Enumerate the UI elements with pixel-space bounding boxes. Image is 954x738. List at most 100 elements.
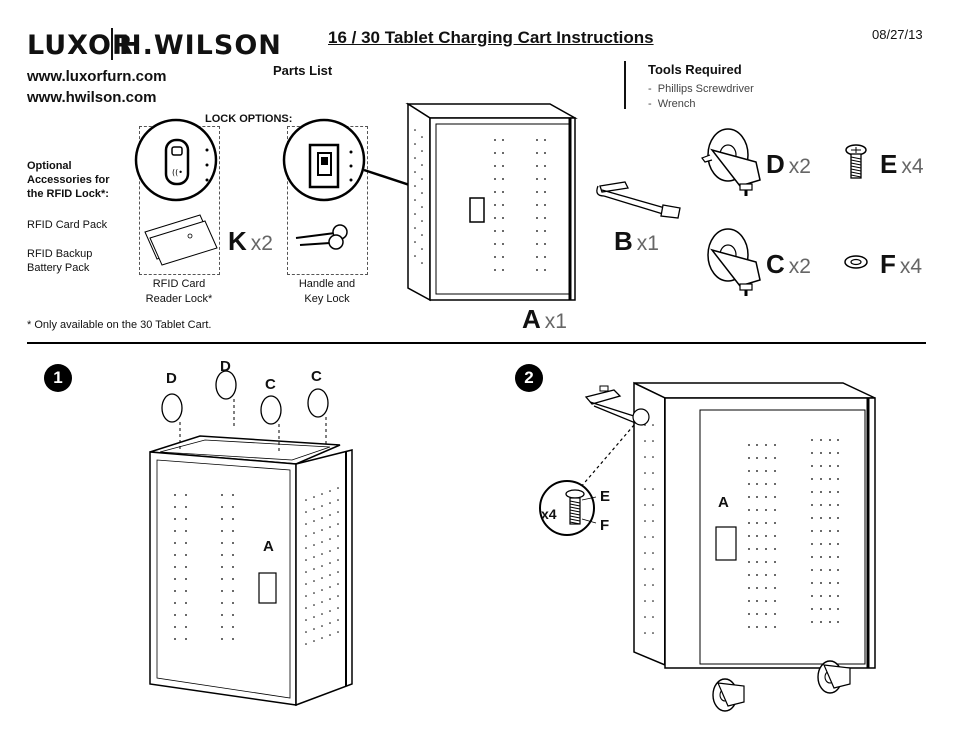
vent-hole (829, 504, 831, 506)
vent-hole (837, 439, 839, 441)
vent-hole (185, 614, 187, 616)
website-luxor-link[interactable]: www.luxorfurn.com (27, 68, 167, 85)
vent-hole (829, 517, 831, 519)
vent-hole (174, 590, 176, 592)
vent-hole (652, 536, 654, 538)
website-hwilson-link[interactable]: www.hwilson.com (27, 89, 157, 106)
vent-hole (494, 269, 496, 271)
vent-hole (829, 478, 831, 480)
step-1-label-a: A (263, 538, 274, 555)
vent-hole (221, 578, 223, 580)
vent-hole (232, 542, 234, 544)
vent-hole (748, 496, 750, 498)
vent-hole (305, 619, 307, 621)
vent-hole (221, 494, 223, 496)
vent-hole (185, 530, 187, 532)
vent-hole (174, 602, 176, 604)
vent-hole (185, 578, 187, 580)
vent-hole (414, 255, 416, 257)
vent-hole (221, 530, 223, 532)
vent-hole (820, 569, 822, 571)
vent-hole (329, 634, 331, 636)
handle-lock-caption: Handle and Key Lock (298, 278, 356, 305)
vent-hole (820, 582, 822, 584)
vent-hole (644, 584, 646, 586)
vent-hole (644, 568, 646, 570)
vent-hole (544, 243, 546, 245)
svg-text:((•: ((• (172, 168, 183, 177)
vent-hole (837, 465, 839, 467)
vent-hole (765, 535, 767, 537)
vent-hole (174, 506, 176, 508)
screw-thread (850, 174, 862, 178)
vent-hole (185, 554, 187, 556)
vent-hole (536, 139, 538, 141)
screw-thread (569, 521, 581, 525)
vent-hole (544, 230, 546, 232)
vent-hole (811, 556, 813, 558)
screw-thread (850, 162, 862, 166)
vent-hole (644, 472, 646, 474)
vent-hole (756, 483, 758, 485)
vent-hole (765, 444, 767, 446)
vent-hole (305, 583, 307, 585)
vent-hole (756, 574, 758, 576)
screw-thread (569, 509, 581, 513)
vent-hole (502, 204, 504, 206)
vent-hole (421, 220, 423, 222)
vent-hole (329, 574, 331, 576)
vent-hole (748, 587, 750, 589)
step-1-label-c1: C (265, 376, 276, 393)
vent-hole (313, 628, 315, 630)
vent-hole (337, 595, 339, 597)
page-title: 16 / 30 Tablet Charging Cart Instruction… (328, 28, 654, 47)
vent-hole (811, 504, 813, 506)
vent-hole (774, 613, 776, 615)
vent-hole (321, 517, 323, 519)
vent-hole (174, 566, 176, 568)
vent-hole (174, 614, 176, 616)
vent-hole (756, 587, 758, 589)
vent-hole (820, 621, 822, 623)
vent-hole (652, 504, 654, 506)
vent-hole (337, 559, 339, 561)
vent-hole (232, 554, 234, 556)
vent-hole (644, 456, 646, 458)
vent-hole (305, 643, 307, 645)
step-2-label-f: F (600, 517, 610, 534)
vent-hole (337, 499, 339, 501)
section-divider (27, 342, 926, 344)
vent-hole (829, 439, 831, 441)
vent-hole (536, 217, 538, 219)
vent-hole (337, 607, 339, 609)
vent-hole (536, 152, 538, 154)
vent-hole (652, 600, 654, 602)
rfid-card-pack-icon (144, 214, 218, 266)
vent-hole (748, 626, 750, 628)
vent-hole (811, 452, 813, 454)
vent-hole (829, 556, 831, 558)
step-2-label-e: E (600, 488, 611, 505)
vent-hole (536, 256, 538, 258)
vent-hole (765, 613, 767, 615)
vent-hole (536, 243, 538, 245)
vent-hole (321, 529, 323, 531)
vent-hole (544, 178, 546, 180)
vent-hole (221, 638, 223, 640)
cart-a-vent-holes (494, 139, 546, 271)
vent-hole (774, 522, 776, 524)
rfid-card-pack-label: RFID Card Pack (27, 219, 108, 231)
vent-hole (502, 269, 504, 271)
vent-hole (337, 583, 339, 585)
vent-hole (313, 616, 315, 618)
vent-hole (652, 568, 654, 570)
vent-hole (756, 561, 758, 563)
vent-hole (820, 452, 822, 454)
vent-hole (774, 600, 776, 602)
vent-hole (337, 511, 339, 513)
vent-hole (756, 548, 758, 550)
vent-hole (221, 590, 223, 592)
vent-hole (837, 608, 839, 610)
